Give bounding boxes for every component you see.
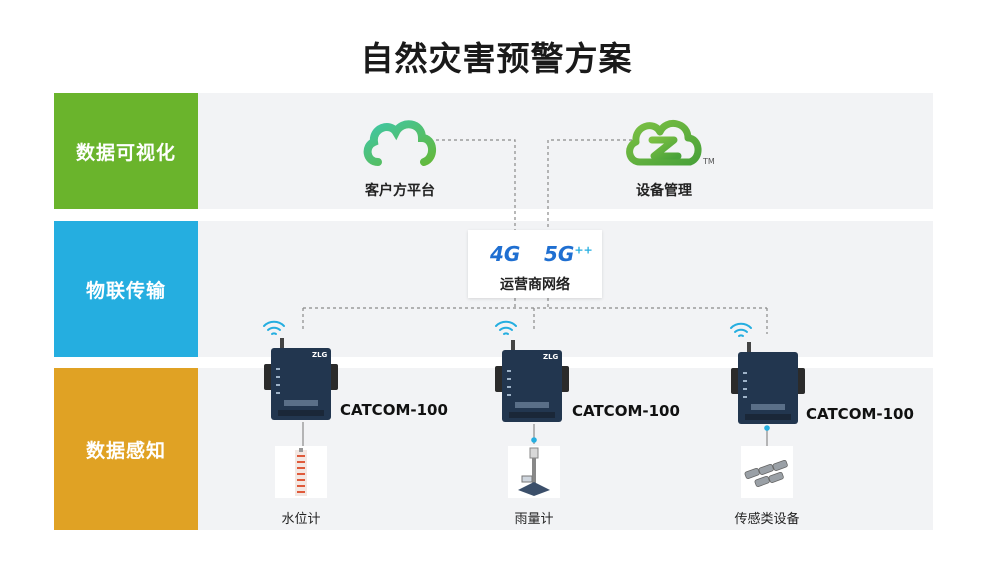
carrier-network-box: 4G 5G++ 运营商网络 bbox=[468, 230, 602, 298]
wifi-signal-icon bbox=[730, 322, 752, 337]
customer-cloud-icon bbox=[363, 120, 436, 166]
sensor-label-sensor-devices: 传感类设备 bbox=[734, 512, 800, 527]
sensor-devices-icon bbox=[744, 459, 788, 487]
sensor-devices bbox=[741, 446, 793, 498]
wifi-signal-icon bbox=[495, 320, 517, 335]
device-management-label: 设备管理 bbox=[636, 183, 692, 199]
catcom-gateway-device: ZLG bbox=[495, 340, 569, 424]
gateway-device-icon bbox=[264, 338, 338, 420]
trademark-mark: TM bbox=[703, 157, 715, 166]
layer-label-sensing: 数据感知 bbox=[54, 368, 198, 530]
visualization-band bbox=[198, 93, 933, 209]
device-model-label: CATCOM-100 bbox=[572, 402, 680, 420]
customer-platform-label: 客户方平台 bbox=[365, 183, 435, 199]
device-management-cloud-icon bbox=[626, 120, 702, 166]
5g-label: 5G++ bbox=[544, 242, 593, 266]
catcom-gateway-device: ZLG bbox=[264, 338, 338, 422]
sensor-label-water-level: 水位计 bbox=[281, 512, 321, 527]
gateway-device-icon bbox=[731, 342, 805, 424]
device-model-label: CATCOM-100 bbox=[806, 405, 914, 423]
5g-text: 5G bbox=[544, 242, 575, 266]
carrier-network-label: 运营商网络 bbox=[500, 277, 570, 293]
page-title: 自然灾害预警方案 bbox=[360, 39, 633, 78]
device-model-label: CATCOM-100 bbox=[340, 401, 448, 419]
layer-label-visualization: 数据可视化 bbox=[54, 93, 198, 209]
device-brand-label: ZLG bbox=[312, 351, 328, 359]
4g-label: 4G bbox=[490, 242, 521, 266]
rain-gauge-sensor-icon bbox=[518, 447, 550, 496]
water-level-sensor bbox=[275, 446, 327, 498]
layer-label-transmission: 物联传输 bbox=[54, 221, 198, 357]
5g-plus-sup: ++ bbox=[574, 243, 593, 257]
rain-gauge-sensor bbox=[508, 446, 560, 498]
sensor-label-rain-gauge: 雨量计 bbox=[514, 512, 554, 527]
device-brand-label: ZLG bbox=[543, 353, 559, 361]
catcom-gateway-device bbox=[731, 342, 805, 426]
water-level-sensor-icon bbox=[295, 448, 307, 496]
wifi-signal-icon bbox=[263, 320, 285, 335]
gateway-device-icon bbox=[495, 340, 569, 422]
